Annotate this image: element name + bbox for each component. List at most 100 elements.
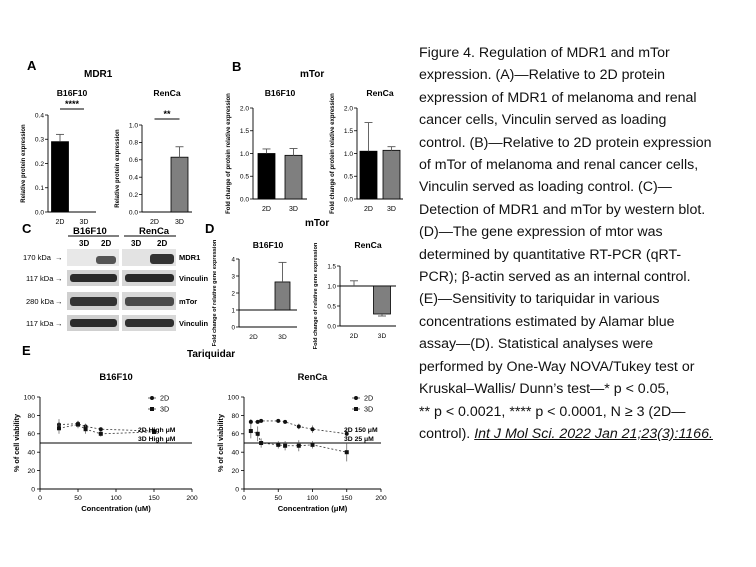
data-point <box>310 427 315 432</box>
data-point <box>283 419 288 424</box>
x-tick-label: 100 <box>307 495 319 502</box>
caption-line: Vinculin served as loading control. (C)— <box>419 179 672 196</box>
bar <box>51 141 69 213</box>
blot-band <box>125 297 174 306</box>
x-axis-label: Concentration (μM) <box>278 504 348 513</box>
x-tick-label: 2D <box>364 206 373 213</box>
y-tick-label: 60 <box>231 431 239 438</box>
chart-title: B16F10 <box>99 371 132 382</box>
caption-line: assay—(D). Statistical analyses were <box>419 336 654 353</box>
y-tick-label: 20 <box>27 468 35 475</box>
blot-band <box>70 297 117 306</box>
x-tick-label: 0 <box>38 495 42 502</box>
data-point <box>255 431 260 436</box>
data-point <box>57 426 61 431</box>
x-tick-label: 2D <box>150 219 159 226</box>
y-tick-label: 60 <box>27 431 35 438</box>
caption-line: concentrations estimated by Alamar blue <box>419 313 675 330</box>
caption-text: Figure 4. Regulation of MDR1 and mTor ex… <box>419 42 749 445</box>
blot-protein-2: Vinculin <box>179 274 208 283</box>
blot-lane-3: 3D <box>131 239 141 248</box>
x-tick-label: 3D <box>175 219 184 226</box>
data-point <box>152 429 156 434</box>
chart-title: B16F10 <box>265 88 296 98</box>
y-tick-label: 40 <box>231 450 239 457</box>
x-tick-label: 100 <box>110 495 122 502</box>
blot-band <box>70 319 117 327</box>
caption-line: (D)—The gene expression of mtor was <box>419 224 663 241</box>
x-tick-label: 2D <box>56 219 65 226</box>
x-tick-label: 3D <box>289 206 298 213</box>
x-tick-label: 3D <box>80 219 89 226</box>
y-tick-label: 1.0 <box>344 151 353 158</box>
legend-label: 3D <box>364 405 373 414</box>
x-tick-label: 2D <box>249 334 258 341</box>
legend-marker <box>354 407 358 411</box>
caption-line: control. (B)—Relative to 2D protein expr… <box>419 134 712 151</box>
caption-line: expression of MDR1 of melanoma and renal <box>419 89 697 106</box>
blot-cell-line-b16f10: B16F10 <box>73 226 107 237</box>
data-point <box>98 431 103 436</box>
y-tick-label: 0 <box>232 324 236 331</box>
y-tick-label: 2.0 <box>240 105 249 112</box>
western-blot: B16F10 RenCa 3D 2D 3D 2D 170 kDa → MDR1 … <box>23 226 208 331</box>
data-point <box>283 443 288 448</box>
blot-cell-line-renca: RenCa <box>139 226 170 237</box>
citation-link[interactable]: Int J Mol Sci. 2022 Jan 21;23(3):1166. <box>474 425 713 442</box>
bar <box>257 153 276 200</box>
chart-title: RenCa <box>354 240 381 250</box>
y-tick-label: 80 <box>231 413 239 420</box>
legend-marker <box>150 407 154 411</box>
caption-line: expression. (A)—Relative to 2D protein <box>419 67 666 84</box>
y-axis-label: Fold change of relative gene expression <box>212 239 218 346</box>
caption-line: control). <box>419 425 471 442</box>
y-tick-label: 0.0 <box>344 196 353 203</box>
blot-mw-3: 280 kDa <box>26 297 55 306</box>
blot-band <box>96 256 116 264</box>
data-point <box>259 418 264 423</box>
y-axis-label: Fold change of protein relative expressi… <box>330 93 336 214</box>
y-tick-label: 100 <box>228 394 240 401</box>
y-tick-label: 100 <box>24 394 36 401</box>
threshold-annotation: 3D High μM <box>138 436 176 443</box>
data-point <box>248 429 253 434</box>
panel-d-title: mTor <box>305 218 329 229</box>
figure-caption: Figure 4. Regulation of MDR1 and mTor ex… <box>419 42 749 445</box>
y-tick-label: 0.6 <box>129 157 138 164</box>
y-tick-label: 40 <box>27 450 35 457</box>
y-tick-label: 20 <box>231 468 239 475</box>
bar <box>373 285 391 315</box>
blot-protein-4: Vinculin <box>179 319 208 328</box>
blot-band <box>150 254 174 264</box>
chart-title: B16F10 <box>253 240 284 250</box>
blot-arrow: → <box>55 274 63 283</box>
caption-line: determined by quantitative RT-PCR (qRT- <box>419 246 682 263</box>
x-tick-label: 3D <box>378 333 387 340</box>
data-point <box>310 442 315 447</box>
chart-title: RenCa <box>366 88 393 98</box>
blot-lane-1: 3D <box>79 239 89 248</box>
x-axis-label: Concentration (uM) <box>81 504 151 513</box>
caption-line: performed by One-Way NOVA/Tukey test or <box>419 358 695 375</box>
bar <box>170 156 189 213</box>
panel-letter-c: C <box>22 221 32 236</box>
data-point <box>259 441 264 445</box>
y-tick-label: 1.0 <box>327 283 336 290</box>
data-point <box>76 422 80 427</box>
y-axis-label: % of cell viability <box>216 414 225 472</box>
figure-panels: A B C D E MDR1 mTor mTor Tariquidar B16F… <box>12 58 403 513</box>
y-tick-label: 0.2 <box>129 192 138 199</box>
bar <box>284 154 303 200</box>
y-tick-label: 1.5 <box>327 263 336 270</box>
y-tick-label: 80 <box>27 413 35 420</box>
y-tick-label: 0.0 <box>35 209 44 216</box>
data-point <box>344 431 349 436</box>
x-tick-label: 150 <box>341 495 353 502</box>
data-point <box>83 427 88 432</box>
data-point <box>276 418 281 423</box>
panel-b-title: mTor <box>300 69 324 80</box>
